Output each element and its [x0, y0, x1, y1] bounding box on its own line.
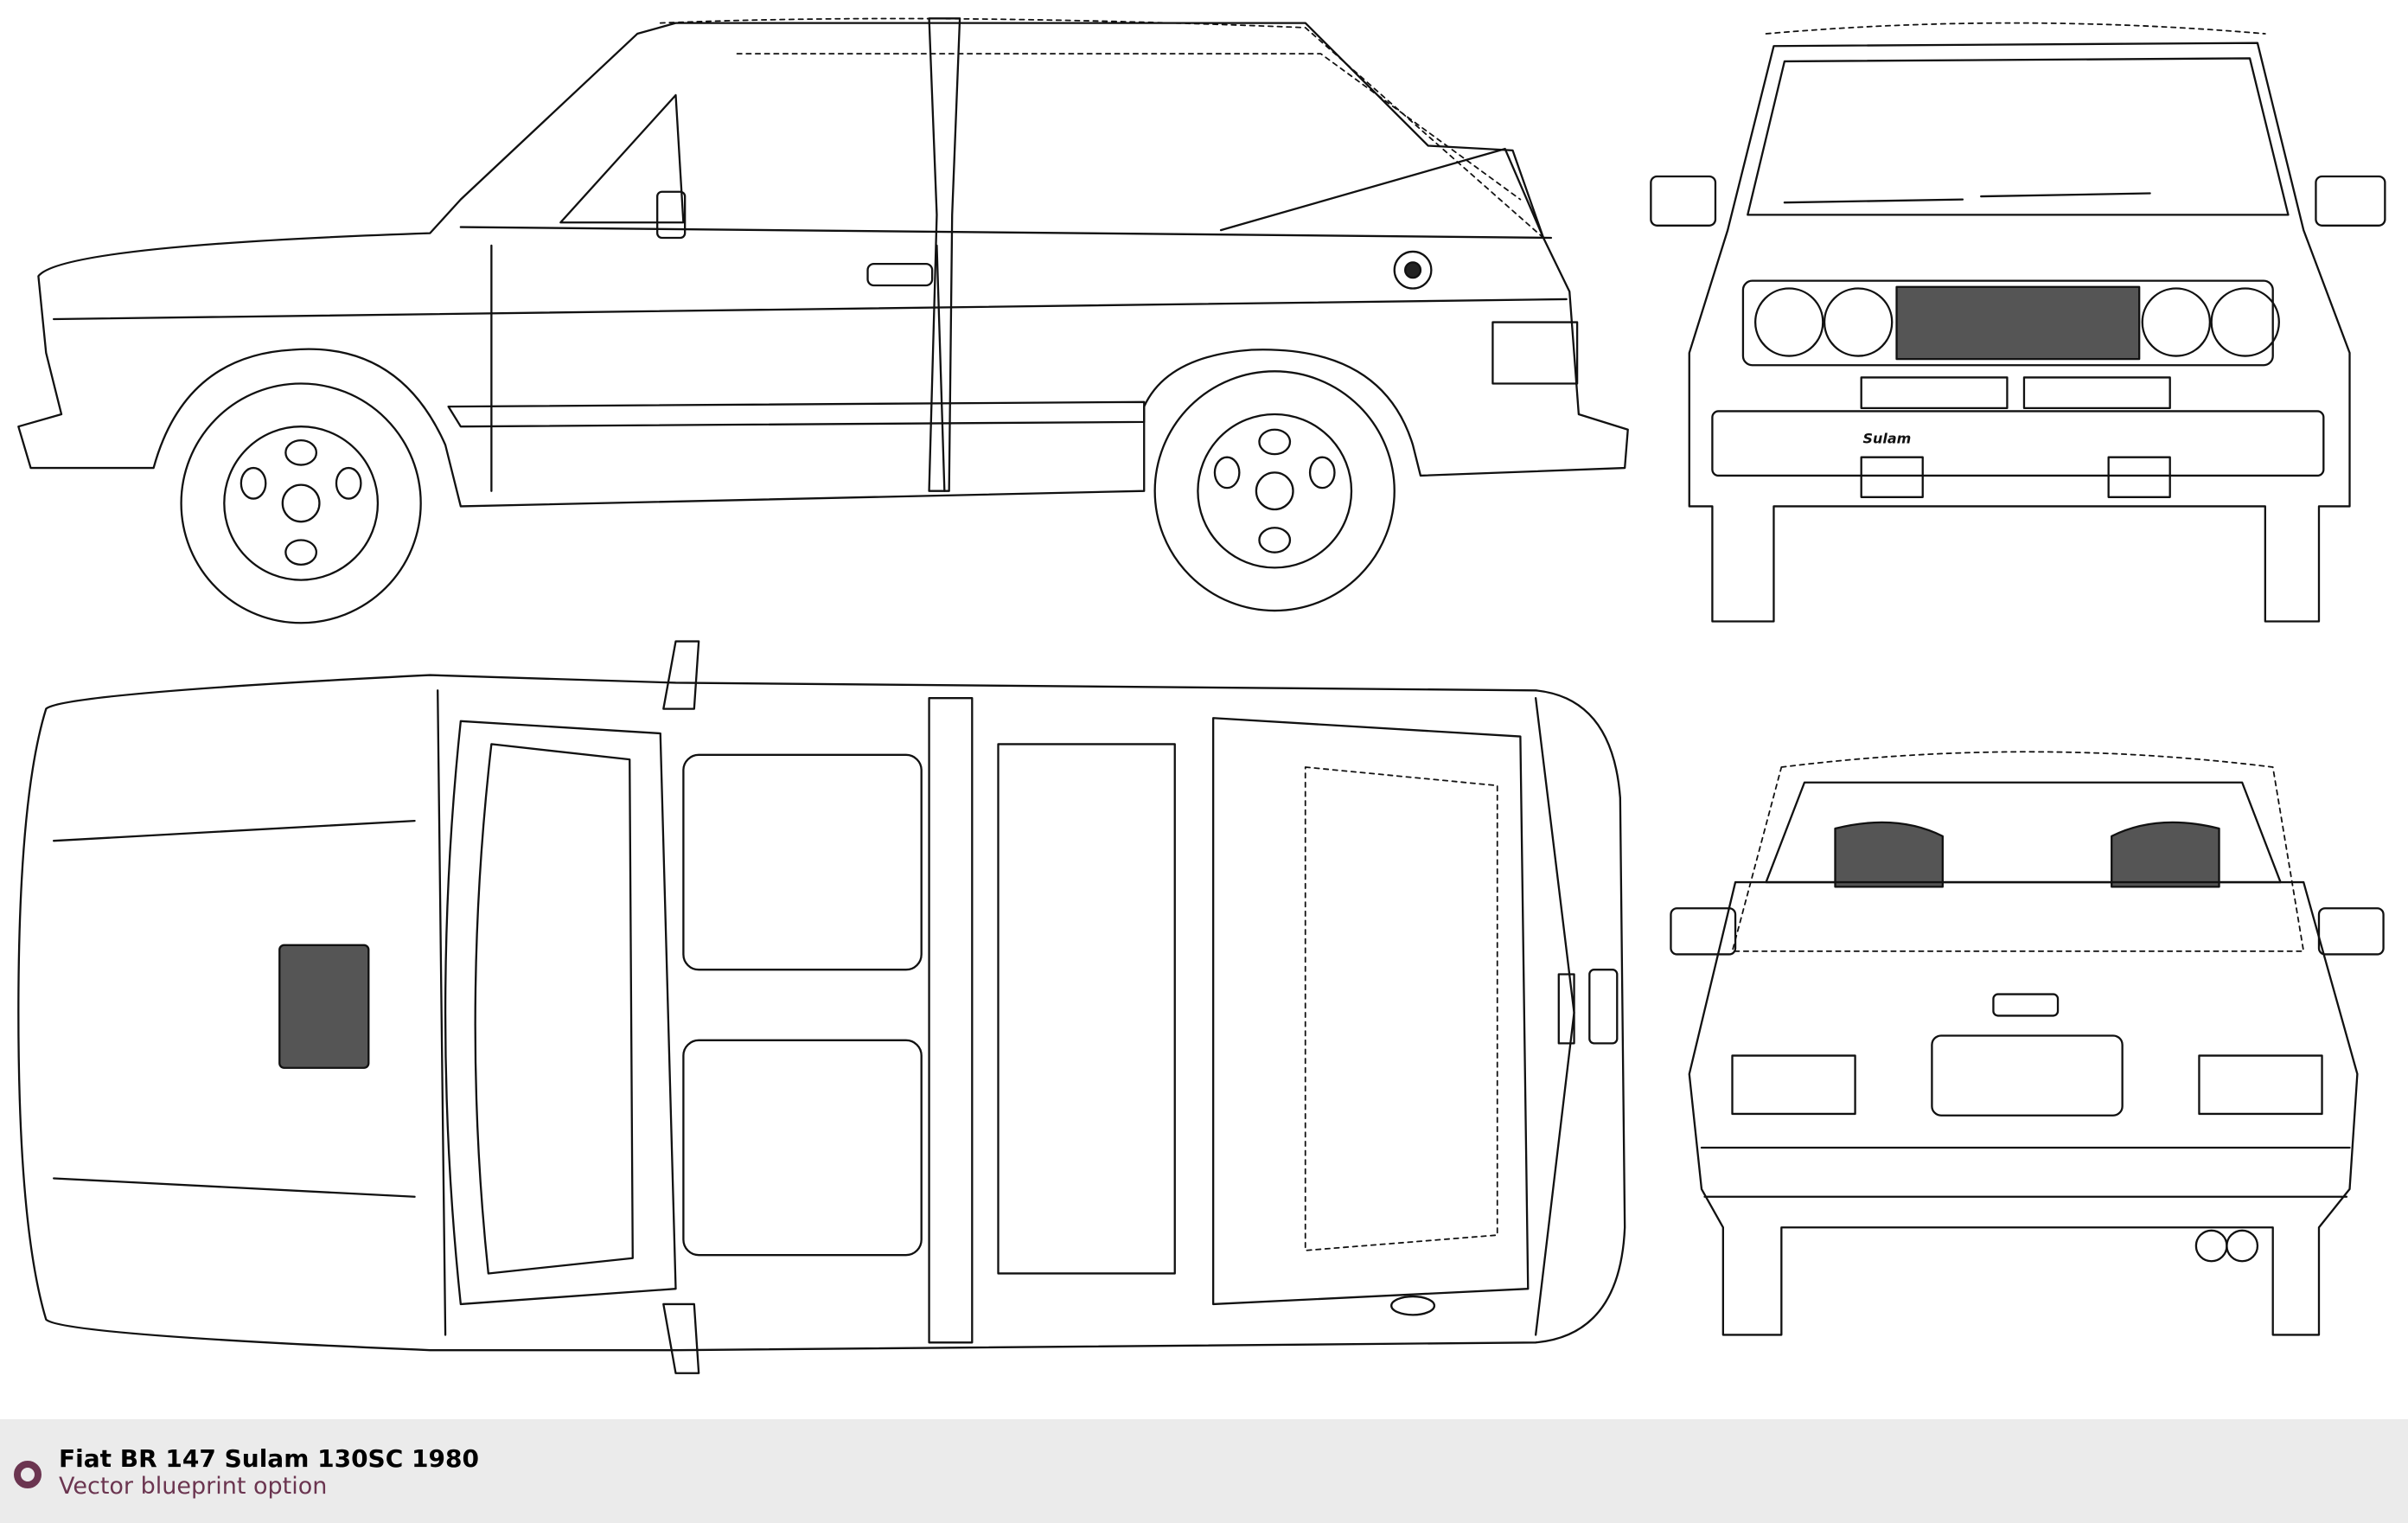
side-view — [17, 17, 1629, 624]
blueprint-title: Fiat BR 147 Sulam 130SC 1980 — [59, 1444, 479, 1473]
blueprint-subtitle: Vector blueprint option — [59, 1473, 328, 1500]
front-view: Sulam — [1650, 22, 2386, 623]
footer-bar: Fiat BR 147 Sulam 130SC 1980 Vector blue… — [0, 1419, 2408, 1523]
blueprint-drawing: Sulam — [17, 17, 2386, 1374]
sulam-badge: Sulam — [1862, 431, 1911, 447]
circle-bullet-icon — [14, 1461, 42, 1488]
rear-view — [1670, 751, 2385, 1336]
top-view — [17, 640, 1626, 1374]
